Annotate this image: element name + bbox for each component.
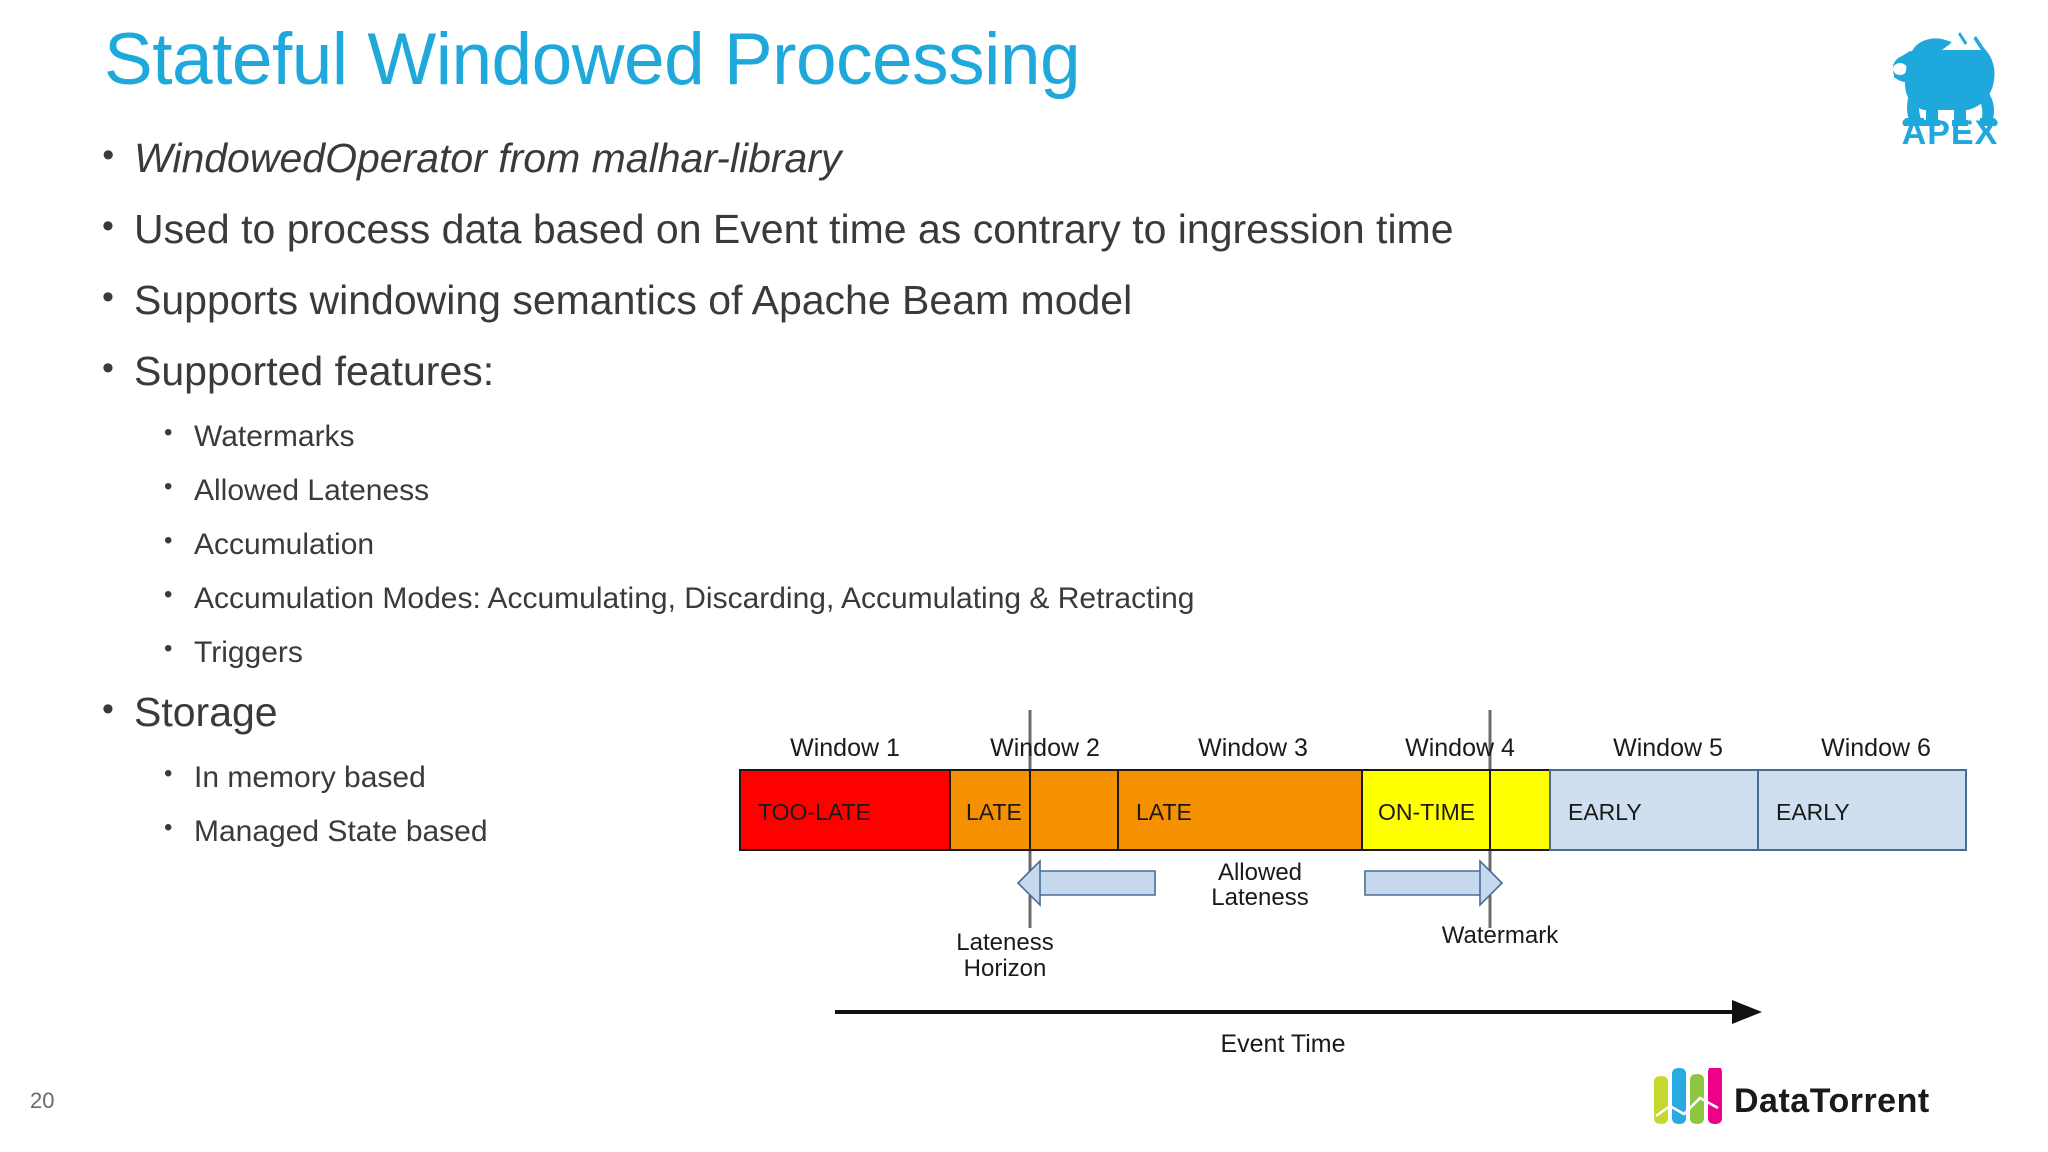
window-label-5: Window 5 xyxy=(1613,734,1723,762)
right-arrow-icon xyxy=(1364,859,1504,907)
lateness-horizon-label-line1: Lateness xyxy=(956,929,1053,956)
sub-bullet-managed-state: Managed State based xyxy=(100,816,1980,847)
bullet-item-4: Supported features: xyxy=(100,351,1980,392)
bullet-item-storage: Storage xyxy=(100,692,1980,733)
timeline-bar: TOO-LATE LATE LATE ON-TIME EARLY EARLY xyxy=(739,769,1967,851)
bullet-item-1: WindowedOperator from malhar-library xyxy=(100,138,1980,179)
sub-bullet-allowed-lateness: Allowed Lateness xyxy=(100,475,1980,506)
window-label-3: Window 3 xyxy=(1198,734,1308,762)
event-time-axis-label: Event Time xyxy=(1220,1030,1345,1058)
segment-on-time-gap xyxy=(1489,769,1551,851)
segment-on-time xyxy=(1361,769,1491,851)
allowed-lateness-arrows: Allowed Lateness xyxy=(1016,859,1504,911)
window-label-6: Window 6 xyxy=(1821,734,1931,762)
event-time-axis: Event Time xyxy=(835,1000,1762,1058)
allowed-lateness-label-line1: Allowed xyxy=(1218,859,1302,886)
sub-bullet-accumulation-modes: Accumulation Modes: Accumulating, Discar… xyxy=(100,583,1980,614)
bullet-item-3: Supports windowing semantics of Apache B… xyxy=(100,280,1980,321)
apex-logo: APEX xyxy=(1880,18,2020,152)
left-arrow-icon xyxy=(1016,859,1156,907)
sub-bullet-watermarks: Watermarks xyxy=(100,421,1980,452)
watermark-label: Watermark xyxy=(1442,922,1559,949)
window-label-4: Window 4 xyxy=(1405,734,1515,762)
datatorrent-logo-svg: DataTorrent xyxy=(1654,1068,1930,1124)
bullet-list: WindowedOperator from malhar-library Use… xyxy=(100,138,1980,871)
lateness-horizon-label-line2: Horizon xyxy=(964,955,1047,982)
segment-early-b xyxy=(1757,769,1967,851)
segment-label-early-b: EARLY xyxy=(1776,799,1850,825)
page-title: Stateful Windowed Processing xyxy=(104,19,1081,100)
sub-bullet-accumulation: Accumulation xyxy=(100,529,1980,560)
allowed-lateness-label-line2: Lateness xyxy=(1211,884,1308,911)
segment-label-on-time: ON-TIME xyxy=(1378,799,1475,825)
datatorrent-bars-icon xyxy=(1654,1068,1722,1124)
bullet-item-2: Used to process data based on Event time… xyxy=(100,209,1980,250)
page-number: 20 xyxy=(30,1088,55,1113)
sub-bullet-in-memory: In memory based xyxy=(100,762,1980,793)
segment-late-gap xyxy=(1029,769,1119,851)
segment-late-b xyxy=(1117,769,1363,851)
segment-label-late-a: LATE xyxy=(966,799,1022,825)
axis-arrowhead-icon xyxy=(1732,1000,1762,1024)
diagram-svg: Window 1 Window 2 Window 3 Window 4 Wind… xyxy=(739,710,1967,1058)
segment-label-late-b: LATE xyxy=(1136,799,1192,825)
event-time-window-diagram: Window 1 Window 2 Window 3 Window 4 Wind… xyxy=(700,700,2000,1080)
segment-label-early-a: EARLY xyxy=(1568,799,1642,825)
segment-label-too-late: TOO-LATE xyxy=(758,799,871,825)
sub-bullet-triggers: Triggers xyxy=(100,637,1980,668)
datatorrent-logo: DataTorrent xyxy=(1648,1068,2018,1130)
window-label-1: Window 1 xyxy=(790,734,900,762)
sub-bullet-group-features: Watermarks Allowed Lateness Accumulation… xyxy=(100,421,1980,668)
gorilla-icon xyxy=(1892,32,1998,126)
sub-bullet-group-storage: In memory based Managed State based xyxy=(100,762,1980,847)
datatorrent-wordmark: DataTorrent xyxy=(1734,1082,1930,1120)
window-label-2: Window 2 xyxy=(990,734,1100,762)
